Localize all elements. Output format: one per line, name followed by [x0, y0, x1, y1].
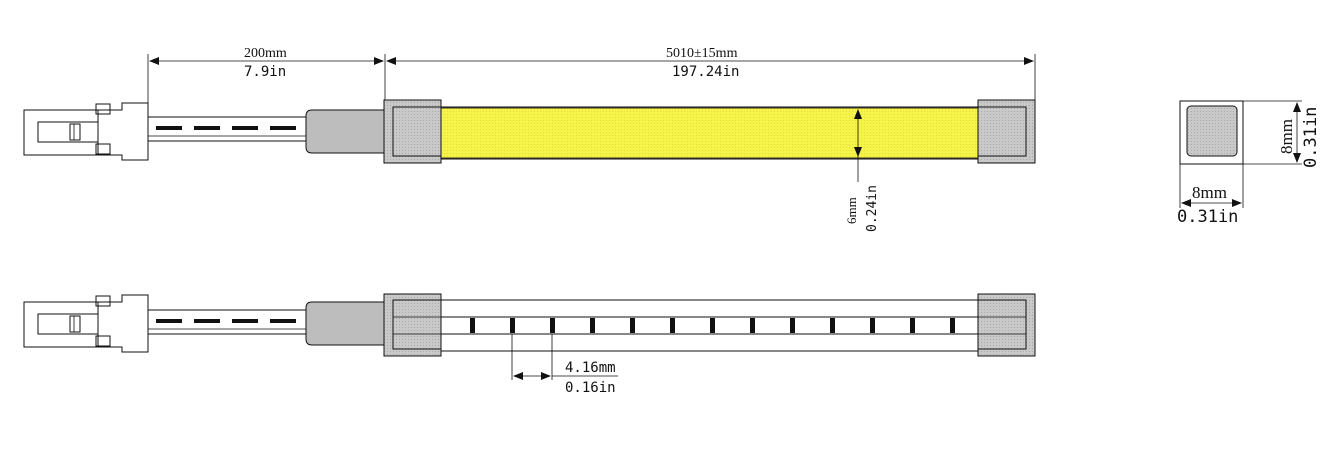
led-chip: [790, 318, 795, 333]
cable-bottom: [148, 309, 306, 335]
led-chip: [630, 318, 635, 333]
end-cap-left-top: [383, 99, 442, 164]
cable-length-in: 7.9in: [244, 64, 286, 80]
section-height-mm: 8mm: [1277, 119, 1296, 154]
strip-length-in: 197.24in: [672, 64, 739, 80]
section-width-in: 0.31in: [1177, 207, 1238, 227]
end-cap-left-bottom: [383, 293, 442, 357]
led-chip: [590, 318, 595, 333]
led-chip: [950, 318, 955, 333]
cross-section-inner: [1186, 105, 1238, 157]
sleeve-top: [305, 109, 386, 154]
strip-width-in: 0.24in: [865, 185, 880, 232]
emitter-yellow: [439, 107, 979, 159]
led-chip: [910, 318, 915, 333]
led-chip: [510, 318, 515, 333]
led-chip: [750, 318, 755, 333]
led-pitch-in: 0.16in: [565, 380, 616, 396]
strip-length-mm: 5010±15mm: [666, 46, 738, 61]
connector-top: [23, 102, 149, 161]
cross-section-outer: [1179, 100, 1244, 165]
cable-length-mm: 200mm: [244, 46, 287, 61]
sleeve-bottom: [305, 301, 386, 346]
led-pitch-mm: 4.16mm: [565, 360, 616, 376]
dimension-strip-width: 6mm 0.24in: [844, 109, 880, 232]
led-chip: [470, 318, 475, 333]
cross-section-view: 8mm 0.31in 8mm 0.31in: [1177, 100, 1321, 227]
led-chip: [870, 318, 875, 333]
top-view: 200mm 7.9in 5010±15mm 197.24in 6mm 0.24i…: [23, 46, 1036, 232]
led-chip: [550, 318, 555, 333]
dimension-cable-length: 200mm 7.9in: [147, 46, 386, 103]
dimension-strip-length: 5010±15mm 197.24in: [386, 46, 1036, 100]
end-cap-right-top: [977, 99, 1036, 164]
dimension-led-pitch: 4.16mm 0.16in: [511, 334, 618, 396]
strip-width-mm: 6mm: [844, 197, 859, 224]
cable-top: [148, 116, 306, 142]
led-chip: [670, 318, 675, 333]
section-width-mm: 8mm: [1192, 183, 1227, 202]
section-height-in: 0.31in: [1301, 107, 1321, 168]
led-chip: [710, 318, 715, 333]
led-chips: [470, 318, 955, 333]
end-cap-right-bottom: [977, 293, 1036, 357]
connector-bottom: [23, 294, 149, 353]
bottom-view: 4.16mm 0.16in: [23, 293, 1036, 396]
led-chip: [830, 318, 835, 333]
